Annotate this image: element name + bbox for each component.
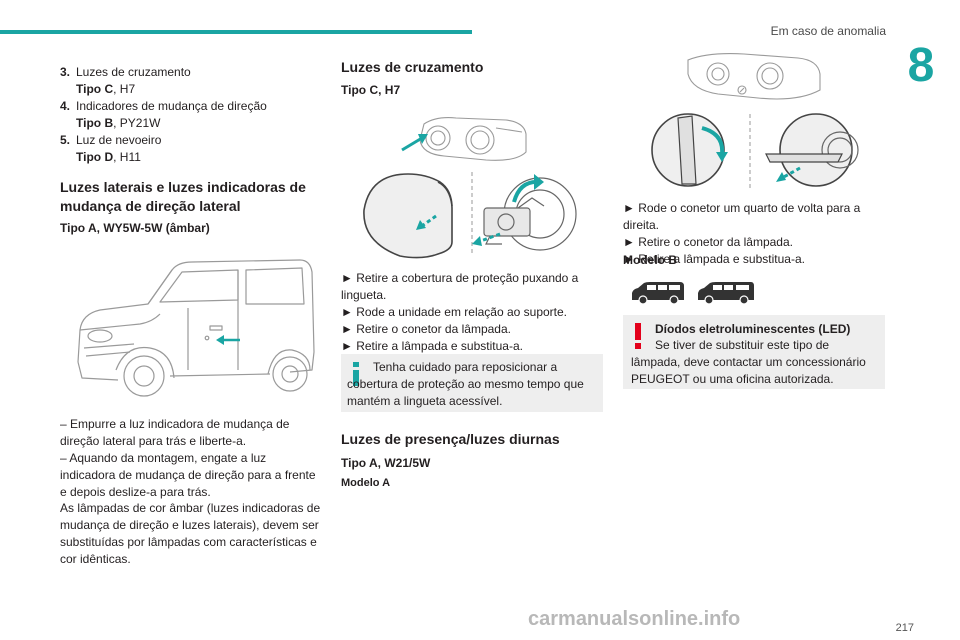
list-item: ► Rode o conetor um quarto de volta para… xyxy=(623,201,861,232)
position-light-illustration xyxy=(651,53,859,188)
info-box: Tenha cuidado para reposicionar a cobert… xyxy=(341,354,603,412)
info-text: Tenha cuidado para reposicionar a cobert… xyxy=(347,360,584,408)
model-b-label: Modelo B xyxy=(623,253,677,267)
van-long-silhouette-icon xyxy=(698,282,754,305)
side-lights-step-2: – Aquando da montagem, engate a luz indi… xyxy=(60,451,316,499)
low-beam-type: Tipo C, H7 xyxy=(341,83,401,97)
side-lights-step-1: – Empurre a luz indicadora de mudança de… xyxy=(60,417,290,448)
low-beam-illustration xyxy=(363,117,577,259)
position-lights-heading: Luzes de presença/luzes diurnas xyxy=(341,431,560,447)
warning-text: Se tiver de substituir este tipo de lâmp… xyxy=(631,338,866,386)
van-illustration xyxy=(77,259,315,397)
list-item: ► Retire a lâmpada e substitua-a. xyxy=(341,339,523,353)
list-item: 4. Indicadores de mudança de direção Tip… xyxy=(60,99,267,130)
warning-box: Díodos eletroluminescentes (LED) Se tive… xyxy=(623,315,885,389)
list-item: ► Retire a cobertura de proteção puxando… xyxy=(341,271,579,302)
info-icon xyxy=(353,362,359,386)
model-a-label: Modelo A xyxy=(341,477,391,489)
list-item: ► Retire o conetor da lâmpada. xyxy=(341,322,511,336)
watermark: carmanualsonline.info xyxy=(528,608,741,630)
position-light-steps: ► Rode o conetor um quarto de volta para… xyxy=(623,200,889,268)
list-item: 3. Luzes de cruzamento Tipo C, H7 xyxy=(60,65,191,96)
page-number: 217 xyxy=(895,622,914,634)
warning-title: Díodos eletroluminescentes (LED) xyxy=(655,322,851,336)
side-lights-type: Tipo A, WY5W-5W (âmbar) xyxy=(60,221,210,235)
low-beam-heading: Luzes de cruzamento xyxy=(341,59,484,75)
side-lights-heading: Luzes laterais e luzes indicadoras de mu… xyxy=(60,179,306,214)
list-item: ► Retire a lâmpada e substitua-a. xyxy=(623,252,805,266)
position-lights-type: Tipo A, W21/5W xyxy=(341,456,431,470)
side-lights-note: As lâmpadas de cor âmbar (luzes indicado… xyxy=(60,501,321,566)
warning-icon xyxy=(635,323,641,349)
list-item: 5. Luz de nevoeiro Tipo D, H11 xyxy=(60,133,162,164)
low-beam-steps: ► Retire a cobertura de proteção puxando… xyxy=(341,270,603,355)
bulb-list: 3. Luzes de cruzamento Tipo C, H7 4. Ind… xyxy=(60,64,322,166)
list-item: ► Retire o conetor da lâmpada. xyxy=(623,235,793,249)
header-accent-bar xyxy=(0,30,472,34)
van-silhouette-icon xyxy=(632,282,684,305)
list-item: ► Rode a unidade em relação ao suporte. xyxy=(341,305,568,319)
chapter-number: 8 xyxy=(907,39,935,92)
section-title: Em caso de anomalia xyxy=(770,24,886,38)
